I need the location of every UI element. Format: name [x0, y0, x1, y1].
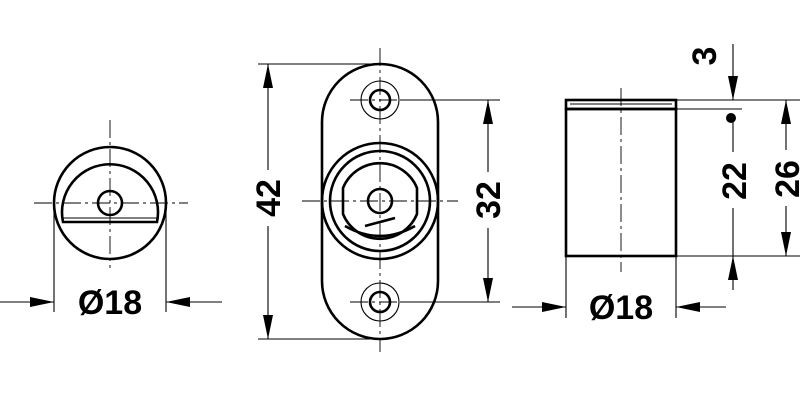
dim3-label: 3 [686, 47, 724, 66]
front-arrow-left [30, 297, 54, 307]
dim26-label: 26 [769, 160, 800, 198]
front-view: Ø18 [0, 120, 222, 322]
dim42-label: 42 [250, 179, 288, 217]
dim22-origin-dot [726, 113, 736, 123]
dim3-arrow [728, 76, 738, 100]
dim26-arrow-bottom [781, 232, 791, 256]
dim32-arrow-top [483, 100, 493, 124]
side-view: Ø18 3 22 26 [512, 44, 800, 327]
top-view: 42 32 [250, 48, 508, 352]
dim22-label: 22 [716, 162, 754, 200]
side-arrow-left [542, 302, 566, 312]
front-inner-cup [60, 162, 160, 224]
dim32-label-bg [472, 172, 504, 228]
dim42-label-bg [252, 170, 284, 226]
dim26-label-bg [770, 150, 800, 206]
dim26-arrow-top [781, 100, 791, 124]
dim42-arrow-top [263, 64, 273, 88]
front-diameter-label: Ø18 [78, 284, 142, 322]
side-diameter-label: Ø18 [589, 289, 653, 327]
dim42-arrow-bottom [263, 315, 273, 339]
front-arrow-right [166, 297, 190, 307]
dim22-label-bg [716, 152, 748, 208]
dim32-arrow-bottom [483, 278, 493, 302]
dim32-label: 32 [470, 181, 508, 219]
dim22-arrow-bottom [728, 256, 738, 280]
side-arrow-right [676, 302, 700, 312]
